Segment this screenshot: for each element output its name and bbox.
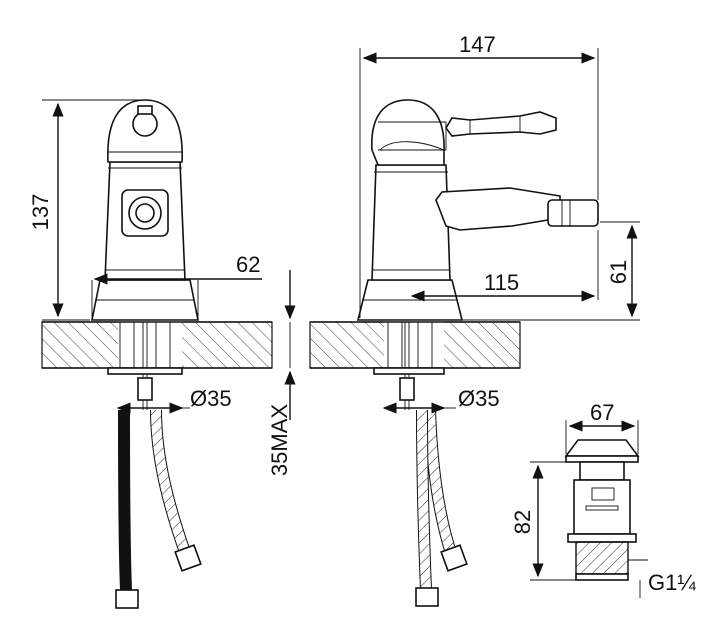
countertop-right: [309, 320, 521, 370]
dim-drain-width: 67: [565, 400, 639, 454]
faucet-side-view: [356, 99, 599, 607]
label-hole-left: Ø35: [190, 386, 232, 411]
label-base-width: 62: [236, 252, 260, 277]
label-drain-width: 67: [590, 400, 614, 425]
label-drain-height: 82: [510, 510, 535, 534]
dim-spout-height: 61: [462, 221, 640, 321]
drain-assembly: [564, 439, 640, 581]
label-counter-thickness: 35MAX: [267, 404, 292, 476]
label-spout-reach: 115: [484, 270, 519, 295]
dim-counter-thickness: 35MAX: [267, 270, 296, 476]
label-height: 137: [28, 194, 53, 231]
label-drain-thread: G1¼: [648, 570, 696, 595]
dim-depth: 147: [359, 32, 599, 318]
label-spout-height: 61: [606, 260, 631, 284]
dim-height: 137: [28, 99, 140, 321]
countertop-left: [41, 320, 273, 370]
faucet-front-view: [91, 99, 202, 609]
dim-drain-thread: G1¼: [628, 559, 696, 598]
dim-base-width: 62: [91, 252, 262, 318]
dim-spout-reach: 115: [410, 230, 599, 302]
label-depth: 147: [459, 32, 496, 57]
label-hole-right: Ø35: [458, 386, 500, 411]
dim-hole-left: Ø35: [116, 386, 232, 414]
dim-drain-height: 82: [510, 461, 576, 581]
dim-hole-right: Ø35: [382, 386, 500, 414]
